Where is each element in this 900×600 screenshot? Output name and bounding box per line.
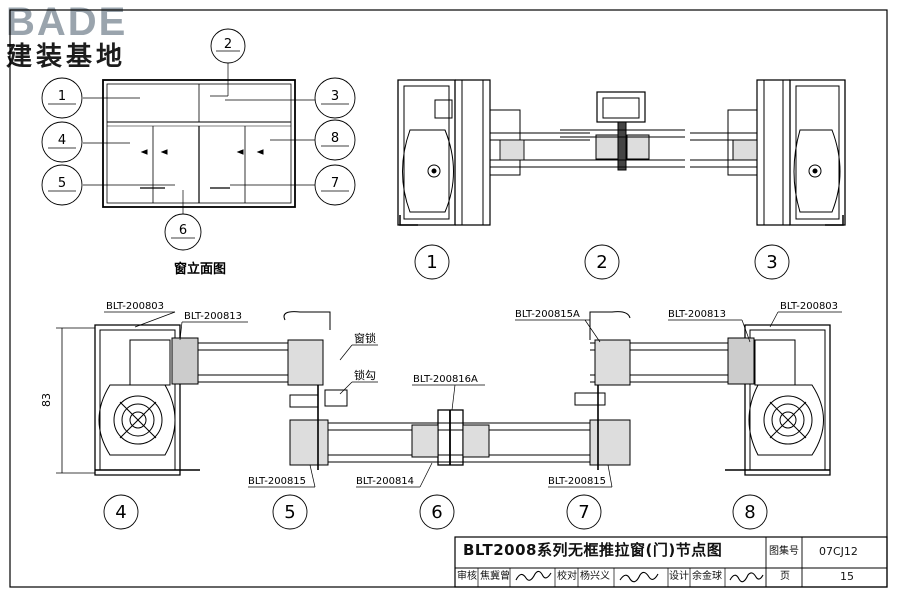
logo-brand: BADE: [6, 0, 128, 44]
signatures: [515, 570, 764, 583]
bade-logo: BADE 建装基地: [6, 2, 156, 74]
label-blt-200813-right: BLT-200813: [668, 309, 726, 320]
elev-callout-8: 8: [331, 131, 339, 146]
assembly-detail-sash-left: [283, 311, 348, 470]
check-label: 校对: [557, 571, 577, 582]
detail-label-8: 8: [744, 502, 755, 523]
elev-callout-7: 7: [331, 176, 339, 191]
label-blt-200815a: BLT-200815A: [515, 309, 580, 320]
atlas-label: 图集号: [769, 546, 799, 557]
assembly-dimension: [56, 327, 95, 474]
atlas-number: 07CJ12: [819, 545, 858, 558]
detail-label-5: 5: [284, 502, 295, 523]
elevation-caption: 窗立面图: [174, 261, 226, 277]
label-blt-200815-right: BLT-200815: [548, 476, 606, 487]
label-window-lock: 窗锁: [354, 331, 376, 345]
drawing-title: BLT2008系列无框推拉窗(门)节点图: [463, 541, 723, 559]
elev-callout-3: 3: [331, 89, 339, 104]
detail-label-3: 3: [766, 252, 777, 273]
detail-label-4: 4: [115, 502, 126, 523]
section-detail-2: [560, 91, 685, 171]
review-label: 审核: [457, 571, 477, 582]
elev-callout-2: 2: [224, 37, 232, 52]
elev-callout-4: 4: [58, 133, 66, 148]
assembly-detail-interlock: [411, 409, 490, 466]
label-blt-200803-right: BLT-200803: [780, 301, 838, 312]
assembly-detail-left-frame: [94, 324, 200, 476]
reviewer-name: 焦冀曾: [480, 571, 510, 582]
assembly-detail-right-frame: [725, 324, 831, 476]
designer-name: 余金球: [692, 571, 722, 582]
label-blt-200816a: BLT-200816A: [413, 374, 478, 385]
elev-callout-1: 1: [58, 89, 66, 104]
elev-callout-6: 6: [179, 223, 187, 238]
page-number: 15: [840, 570, 854, 583]
assembly-detail-sash-right: [574, 311, 631, 470]
detail-label-6: 6: [431, 502, 442, 523]
section-detail-1-glass: [490, 132, 590, 168]
section-detail-3: [690, 79, 846, 226]
sheet-frame: [9, 9, 888, 588]
label-blt-200803-left: BLT-200803: [106, 301, 164, 312]
detail-label-7: 7: [578, 502, 589, 523]
title-block: BLT2008系列无框推拉窗(门)节点图 图集号 07CJ12 审核 焦冀曾 校…: [455, 537, 887, 587]
window-elevation: [83, 58, 315, 220]
page-label: 页: [780, 571, 790, 582]
logo-subtitle: 建装基地: [6, 42, 127, 72]
label-blt-200814: BLT-200814: [356, 476, 414, 487]
label-lock-hook: 锁勾: [354, 368, 376, 382]
section-detail-1: [397, 79, 521, 226]
design-label: 设计: [669, 571, 689, 582]
dimension-83: 83: [40, 393, 53, 407]
label-blt-200813-left: BLT-200813: [184, 311, 242, 322]
detail-label-1: 1: [426, 252, 437, 273]
detail-label-2: 2: [596, 252, 607, 273]
elevation-callouts: [41, 28, 356, 251]
elev-callout-5: 5: [58, 176, 66, 191]
title-block-grid: [454, 536, 888, 588]
checker-name: 杨兴义: [580, 571, 610, 582]
label-blt-200815-left: BLT-200815: [248, 476, 306, 487]
